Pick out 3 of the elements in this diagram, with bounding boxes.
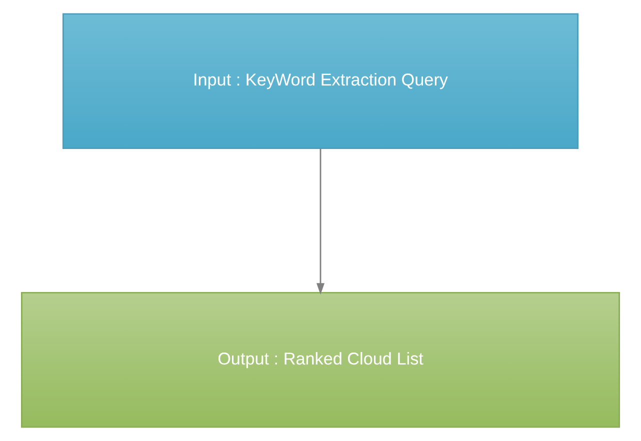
node-box: Output : Ranked Cloud List	[21, 292, 620, 428]
node-box: Input : KeyWord Extraction Query	[62, 13, 579, 150]
arrow	[316, 148, 324, 295]
